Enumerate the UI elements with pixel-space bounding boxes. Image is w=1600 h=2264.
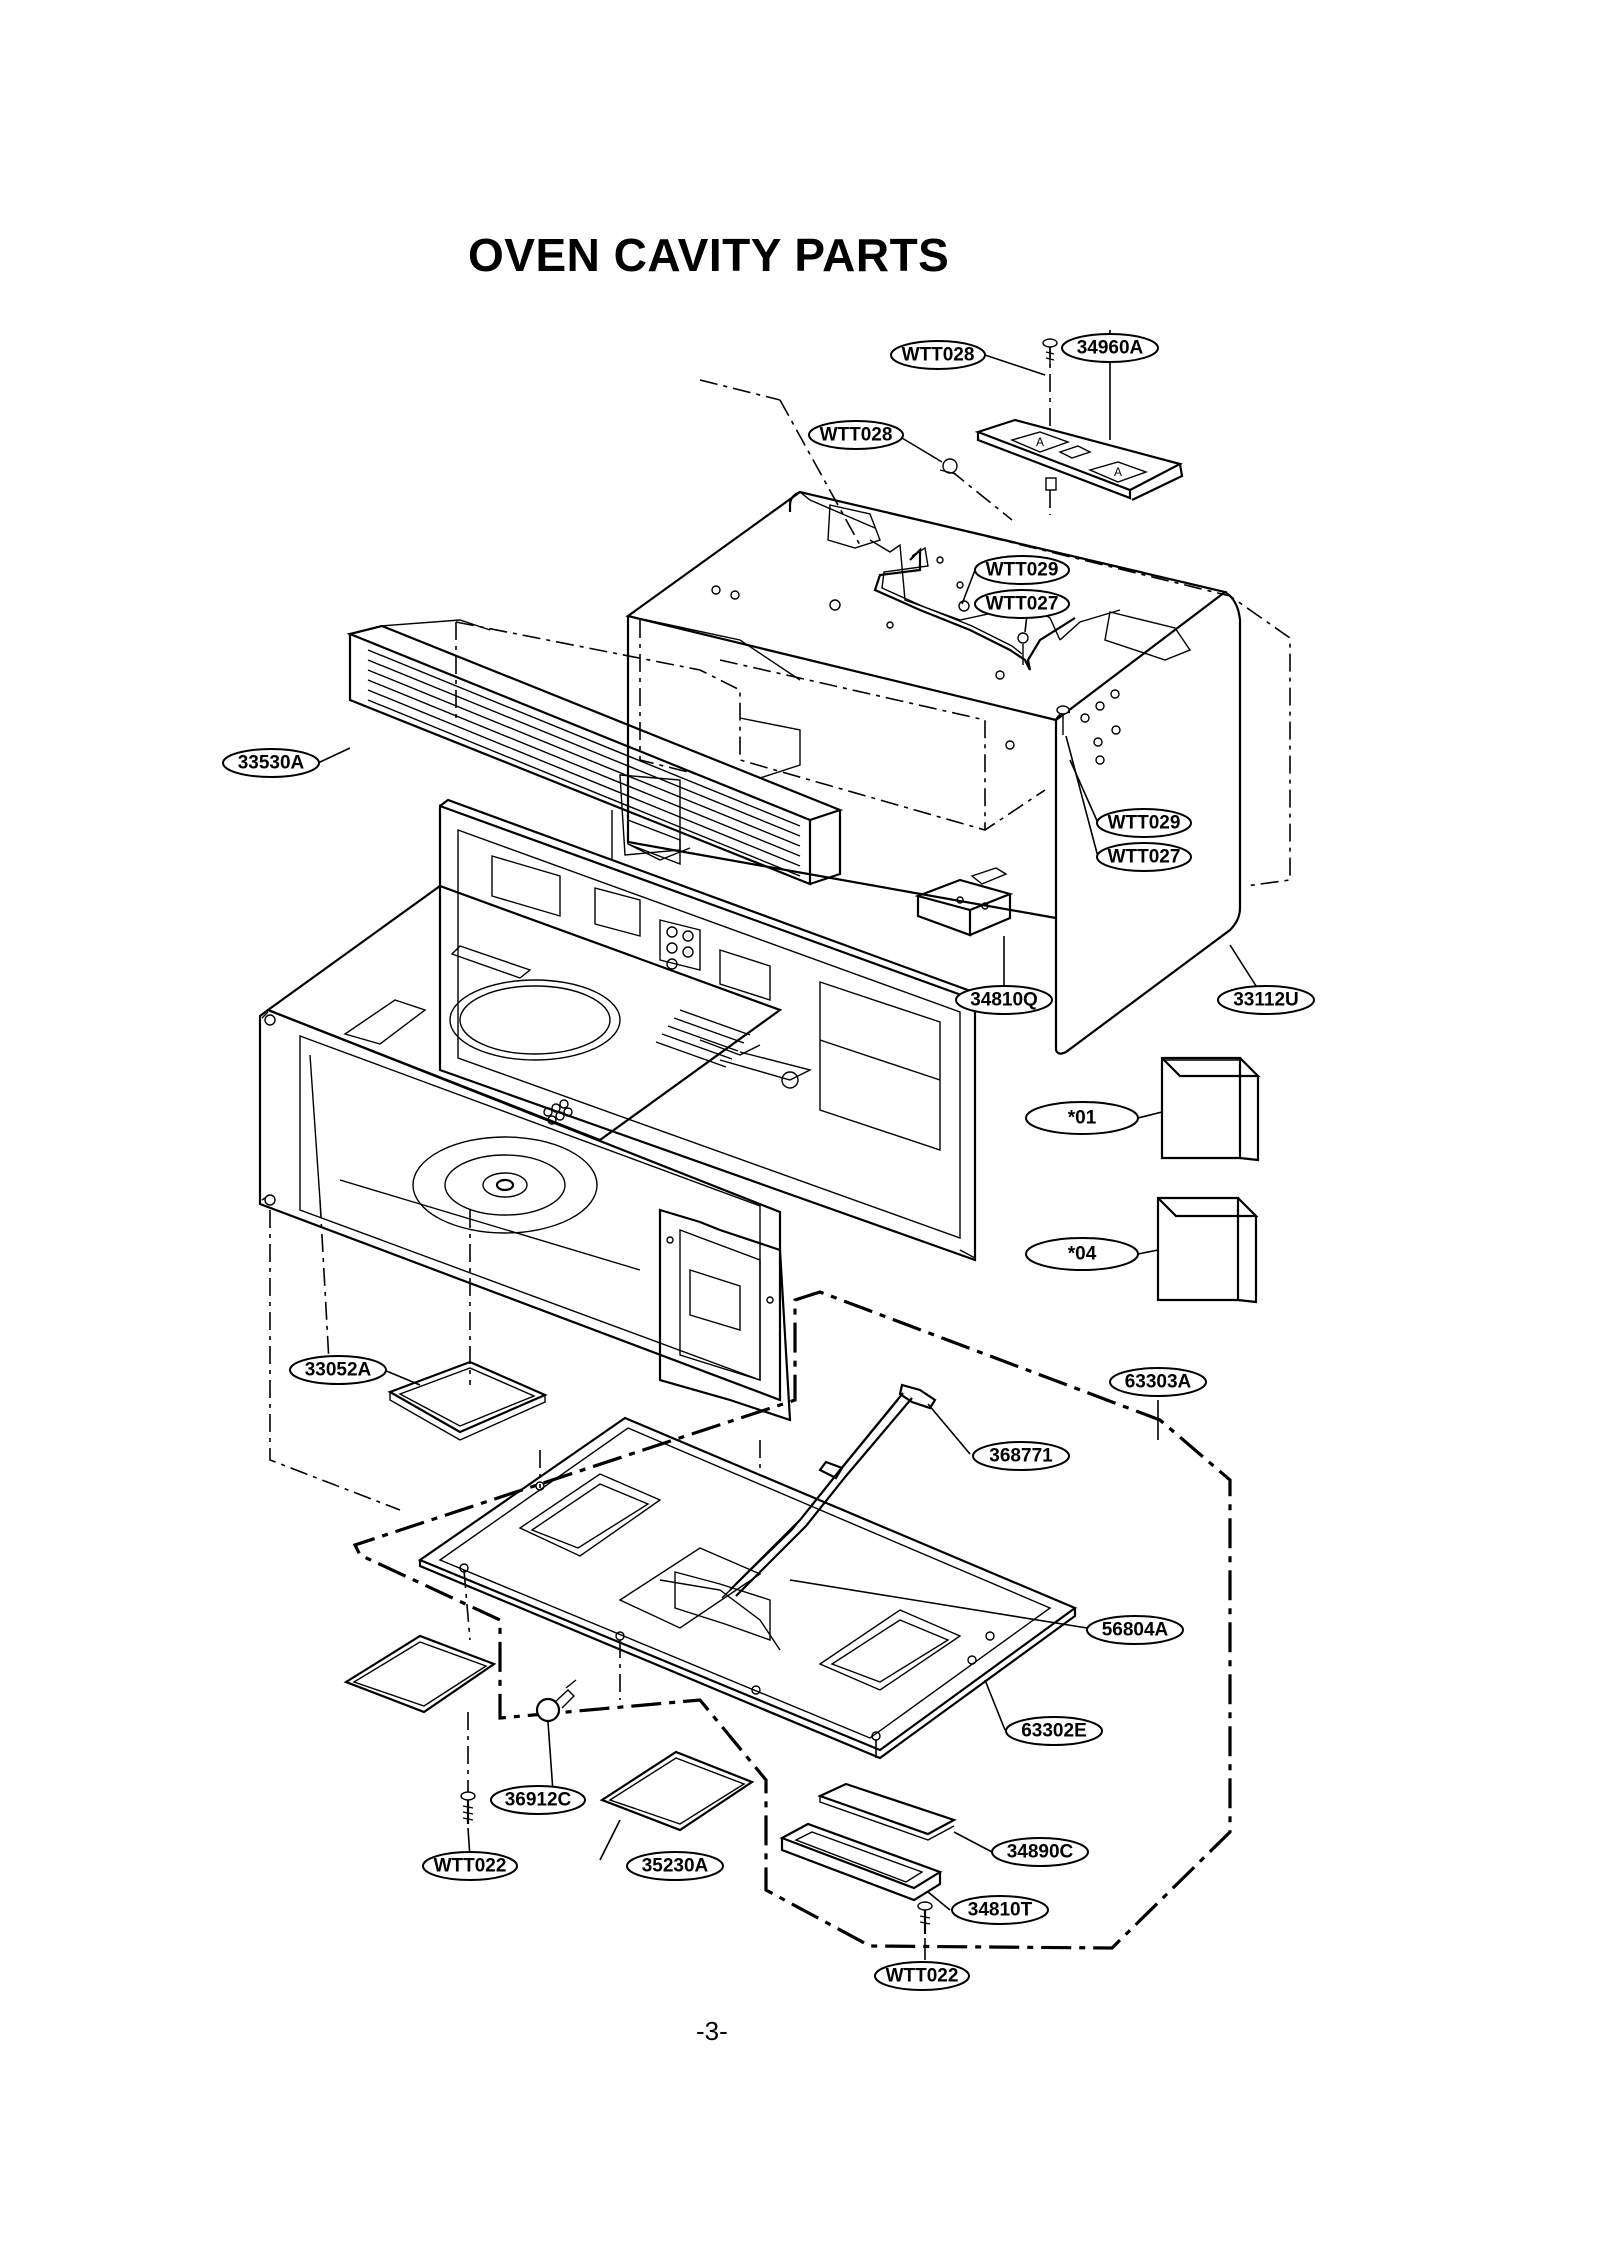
screw-wtt029-b [1056, 705, 1070, 735]
svg-text:34810Q: 34810Q [970, 990, 1038, 1011]
screw-wtt027-a [1017, 632, 1029, 665]
svg-text:WTT022: WTT022 [886, 1966, 959, 1987]
svg-text:WTT028: WTT028 [820, 425, 893, 446]
svg-text:WTT028: WTT028 [902, 345, 975, 366]
svg-text:WTT022: WTT022 [434, 1856, 507, 1877]
svg-text:A: A [1114, 465, 1122, 479]
svg-text:36912C: 36912C [505, 1790, 572, 1811]
vent-grille [346, 619, 844, 886]
screw-wtt022-left [460, 1791, 476, 1824]
svg-text:35230A: 35230A [642, 1856, 709, 1877]
manual-booklet-04 [1156, 1196, 1259, 1304]
svg-text:WTT029: WTT029 [1108, 813, 1181, 834]
label-wtt027-a: WTT027 [974, 589, 1070, 619]
side-bracket [658, 1208, 792, 1422]
label-wtt027-b: WTT027 [1096, 842, 1192, 872]
oven-cavity [438, 798, 987, 1262]
svg-text:WTT027: WTT027 [986, 594, 1059, 615]
label-63303a: 63303A [1109, 1367, 1207, 1397]
label-56804a: 56804A [1086, 1615, 1184, 1645]
manual-booklet-01 [1160, 1056, 1261, 1162]
label-33530a: 33530A [222, 748, 320, 778]
cavity-floor [265, 884, 812, 1142]
label-wtt029-b: WTT029 [1096, 808, 1192, 838]
bracket-34810q [914, 867, 1014, 937]
svg-text:34960A: 34960A [1077, 338, 1144, 359]
label-36912c: 36912C [490, 1785, 586, 1815]
label-34890c: 34890C [991, 1837, 1089, 1867]
screw-top-1 [1042, 338, 1058, 365]
label-34810t: 34810T [951, 1895, 1049, 1925]
label-34810q: 34810Q [955, 985, 1053, 1015]
svg-text:*04: *04 [1068, 1244, 1097, 1265]
svg-text:56804A: 56804A [1102, 1620, 1169, 1641]
screw-wtt022-right [917, 1901, 933, 1934]
label-wtt028-b: WTT028 [808, 420, 904, 450]
label-star-04: *04 [1025, 1237, 1139, 1271]
label-35230a: 35230A [626, 1851, 724, 1881]
svg-text:368771: 368771 [989, 1446, 1053, 1467]
base-assembly-boundary [352, 1290, 1232, 1950]
label-star-01: *01 [1025, 1101, 1139, 1135]
svg-text:34810T: 34810T [968, 1900, 1033, 1921]
outer-cabinet [455, 379, 1291, 1055]
filter-panel-33052a [387, 1360, 548, 1441]
label-wtt029-a: WTT029 [974, 555, 1070, 585]
label-wtt022-right: WTT022 [874, 1961, 970, 1991]
svg-text:33052A: 33052A [305, 1360, 372, 1381]
label-wtt028-a: WTT028 [890, 340, 986, 370]
grease-filter-right [599, 1750, 755, 1832]
lamp-cover-34890c [817, 1782, 957, 1841]
svg-text:33112U: 33112U [1233, 990, 1299, 1011]
wire-harness-368771 [721, 1383, 937, 1599]
top-bracket: A A [949, 340, 1184, 521]
label-368771: 368771 [972, 1441, 1070, 1471]
svg-text:34890C: 34890C [1007, 1842, 1074, 1863]
label-wtt022-left: WTT022 [422, 1851, 518, 1881]
svg-text:WTT029: WTT029 [986, 560, 1059, 581]
svg-text:*01: *01 [1068, 1108, 1097, 1129]
label-34960a: 34960A [1061, 333, 1159, 363]
label-63302e: 63302E [1005, 1716, 1103, 1746]
svg-text:WTT027: WTT027 [1108, 847, 1181, 868]
svg-text:63303A: 63303A [1125, 1372, 1192, 1393]
label-33052a: 33052A [289, 1355, 387, 1385]
page-title: OVEN CAVITY PARTS [468, 229, 950, 281]
page-number: -3- [696, 2016, 728, 2046]
grease-filter-left [343, 1634, 497, 1714]
svg-text:33530A: 33530A [238, 753, 305, 774]
leader-lines [317, 330, 1266, 1960]
base-plate-63302e [417, 1416, 1078, 1760]
svg-text:63302E: 63302E [1021, 1721, 1087, 1742]
screw-top-2 [939, 458, 958, 475]
lamp-36912c [535, 1679, 577, 1723]
screw-wtt029-a [958, 600, 970, 612]
front-frame [258, 1008, 782, 1402]
svg-text:A: A [1036, 435, 1044, 449]
label-33112u: 33112U [1217, 985, 1315, 1015]
lamp-housing-34810t [779, 1822, 943, 1902]
